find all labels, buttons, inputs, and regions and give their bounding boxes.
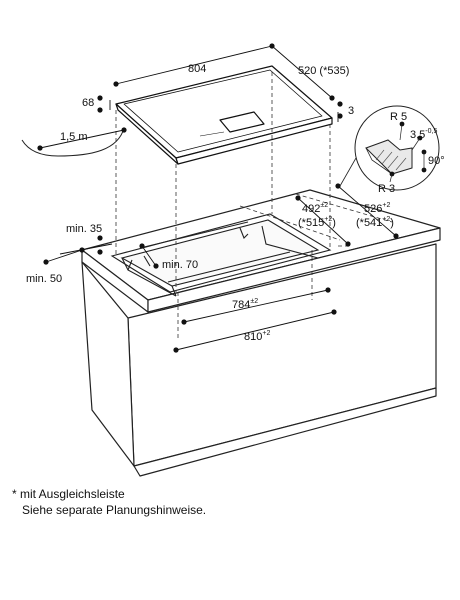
dim-frame-depth-tol: +2 xyxy=(382,202,390,209)
dim-frame-width: 810+2 xyxy=(244,330,270,343)
footnote-line-2: Siehe separate Planungshinweise. xyxy=(22,503,207,517)
detail-radius-bottom: R 3 xyxy=(378,183,395,195)
dim-frame-depth: 526+2 xyxy=(364,202,390,215)
cooktop-glass xyxy=(115,65,333,159)
cutout xyxy=(110,213,332,297)
footnote: * mit Ausgleichsleiste Siehe separate Pl… xyxy=(12,486,206,518)
cooktop-side-edge xyxy=(175,117,333,165)
dim-cable-length: 1,5 m xyxy=(60,131,88,143)
detail-step: 3,5-0,5 xyxy=(410,128,437,141)
dim-cutout-depth-tol: ±2 xyxy=(320,202,328,209)
detail-step-tol: -0,5 xyxy=(425,128,437,135)
dim-frame-depth-alt-tol: +2 xyxy=(382,216,390,223)
power-cable xyxy=(21,127,125,157)
detail-leader xyxy=(339,157,357,187)
dim-min-35: min. 35 xyxy=(66,223,102,235)
alignment-lines xyxy=(115,72,393,340)
dim-frame-width-base: 810 xyxy=(244,331,262,343)
edge-detail: R 5 R 3 3,5-0,5 90° xyxy=(339,105,445,195)
dim-cutout-depth-alt-base: (*515 xyxy=(298,217,324,229)
dim-cutout-width-tol: ±2 xyxy=(250,298,258,305)
dim-cooktop-edge: 3 xyxy=(348,105,354,117)
cutout-inner xyxy=(120,219,320,287)
cooktop-vent-grille xyxy=(219,111,265,133)
cabinet-plinth xyxy=(133,387,437,477)
dim-frame-depth-alt-close: ) xyxy=(390,217,394,229)
detail-hatching xyxy=(375,149,407,171)
dim-cutout-depth-alt: (*515+2) xyxy=(298,216,336,229)
footnote-line-1: * mit Ausgleichsleiste xyxy=(12,487,125,501)
detail-step-base: 3,5 xyxy=(410,129,425,141)
dim-frame-depth-alt: (*541+2) xyxy=(356,216,394,229)
dimension-dots xyxy=(37,43,399,353)
dim-min-70: min. 70 xyxy=(162,259,198,271)
dimension-lines xyxy=(39,45,397,351)
dim-cutout-depth-alt-close: ) xyxy=(332,217,336,229)
dim-cutout-depth: 492±2 xyxy=(302,202,328,215)
dim-cutout-width-base: 784 xyxy=(232,299,250,311)
dim-cooktop-height: 68 xyxy=(82,97,94,109)
detail-radius-top: R 5 xyxy=(390,111,407,123)
dim-cutout-width: 784±2 xyxy=(232,298,258,311)
dim-cutout-depth-alt-tol: +2 xyxy=(324,216,332,223)
dim-cutout-depth-base: 492 xyxy=(302,203,320,215)
cooktop xyxy=(115,65,333,165)
dim-min-50: min. 50 xyxy=(26,273,62,285)
dim-frame-width-tol: +2 xyxy=(262,330,270,337)
dim-frame-depth-base: 526 xyxy=(364,203,382,215)
cooktop-inner-edge xyxy=(123,69,323,153)
dim-frame-depth-alt-base: (*541 xyxy=(356,217,382,229)
dim-cooktop-width: 804 xyxy=(188,63,206,75)
detail-angle: 90° xyxy=(428,155,445,167)
countertop-side-edge xyxy=(147,227,441,313)
dim-cooktop-depth: 520 (*535) xyxy=(298,65,349,77)
